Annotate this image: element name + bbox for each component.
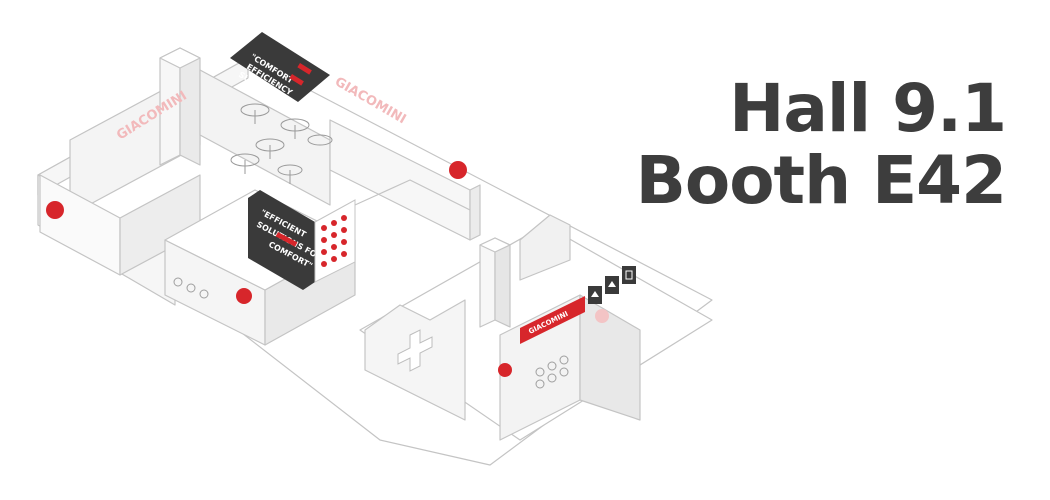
red-dot-panel (314, 199, 356, 283)
pavilion-right-wall (579, 294, 641, 421)
brand-logo-badges (46, 161, 609, 377)
logo-badge-rear-right (595, 309, 609, 323)
meeting-furniture (230, 103, 333, 184)
booth-number-heading: Booth E42 (635, 142, 1007, 219)
right-back-wall-side (469, 184, 481, 241)
pergola-slats (354, 179, 471, 211)
wall-icon-circles (173, 277, 569, 389)
logo-badge-right-wall (449, 161, 467, 179)
logo-badge-left-wall (46, 201, 64, 219)
pavilion-column-top (479, 237, 511, 253)
tall-column-top (159, 47, 201, 69)
logo-badge-center-block (236, 288, 252, 304)
hanging-icon-panels (588, 266, 636, 304)
meeting-partition (199, 69, 331, 206)
logo-badge-pavilion (498, 363, 512, 377)
hall-number-heading: Hall 9.1 (729, 70, 1007, 147)
cross-cutout (397, 329, 433, 372)
icon-panel-3 (622, 266, 636, 284)
pavilion-stair (519, 214, 571, 281)
